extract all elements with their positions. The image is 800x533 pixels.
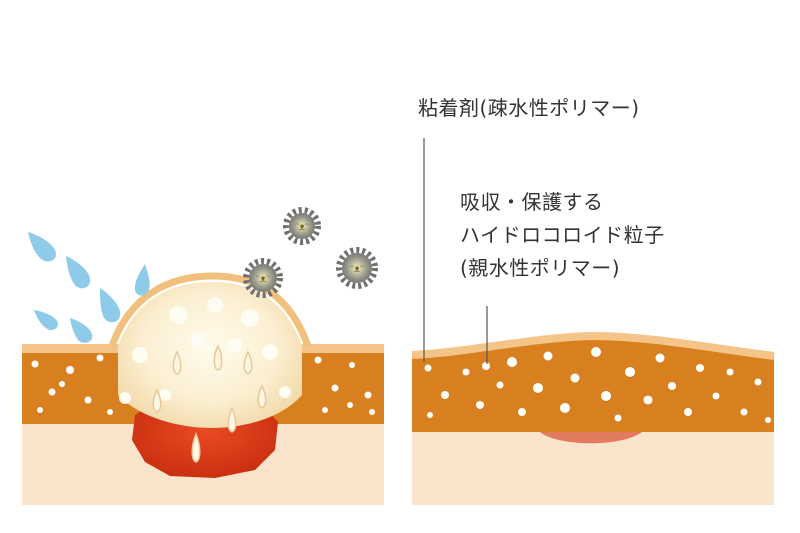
particles-right [424,347,771,423]
germ-icon: ᵔᴥᵔ [336,247,378,289]
wound-right [540,432,642,444]
germ-icon: ᵔᴥᵔ [243,258,283,298]
water-drop-icon [134,264,150,296]
adhesive-layer-right [412,336,774,432]
particles-label-line-1: 吸収・保護する [460,190,604,214]
layer-top-edge-right [411,331,775,360]
particles-label-line-2: ハイドロコロイド粒子 [460,223,665,247]
particles-left [31,354,375,415]
adhesive-label: 粘着剤(疎水性ポリマー) [418,96,640,120]
svg-text:ᵔᴥᵔ: ᵔᴥᵔ [350,264,364,275]
gel-dome-outline [108,272,312,348]
water-drop-icon [34,310,58,331]
particles-label: 吸収・保護する ハイドロコロイド粒子 (親水性ポリマー) [460,186,665,285]
svg-text:ᵔᴥᵔ: ᵔᴥᵔ [256,274,270,285]
exudate-drops [152,344,267,463]
left-panel: ᵔᴥᵔ ᵔᴥᵔ ᵔᴥᵔ [22,207,384,505]
germ-icon: ᵔᴥᵔ [283,207,321,245]
water-drop-icon [66,256,91,289]
water-drop-icon [28,232,56,262]
right-panel [411,138,775,505]
water-drop-icon [70,318,93,343]
gel-bubbles [119,297,291,404]
water-drop-icon [100,288,121,323]
svg-text:ᵔᴥᵔ: ᵔᴥᵔ [295,222,309,233]
particles-label-line-3: (親水性ポリマー) [460,256,621,280]
water-drops [28,232,150,343]
